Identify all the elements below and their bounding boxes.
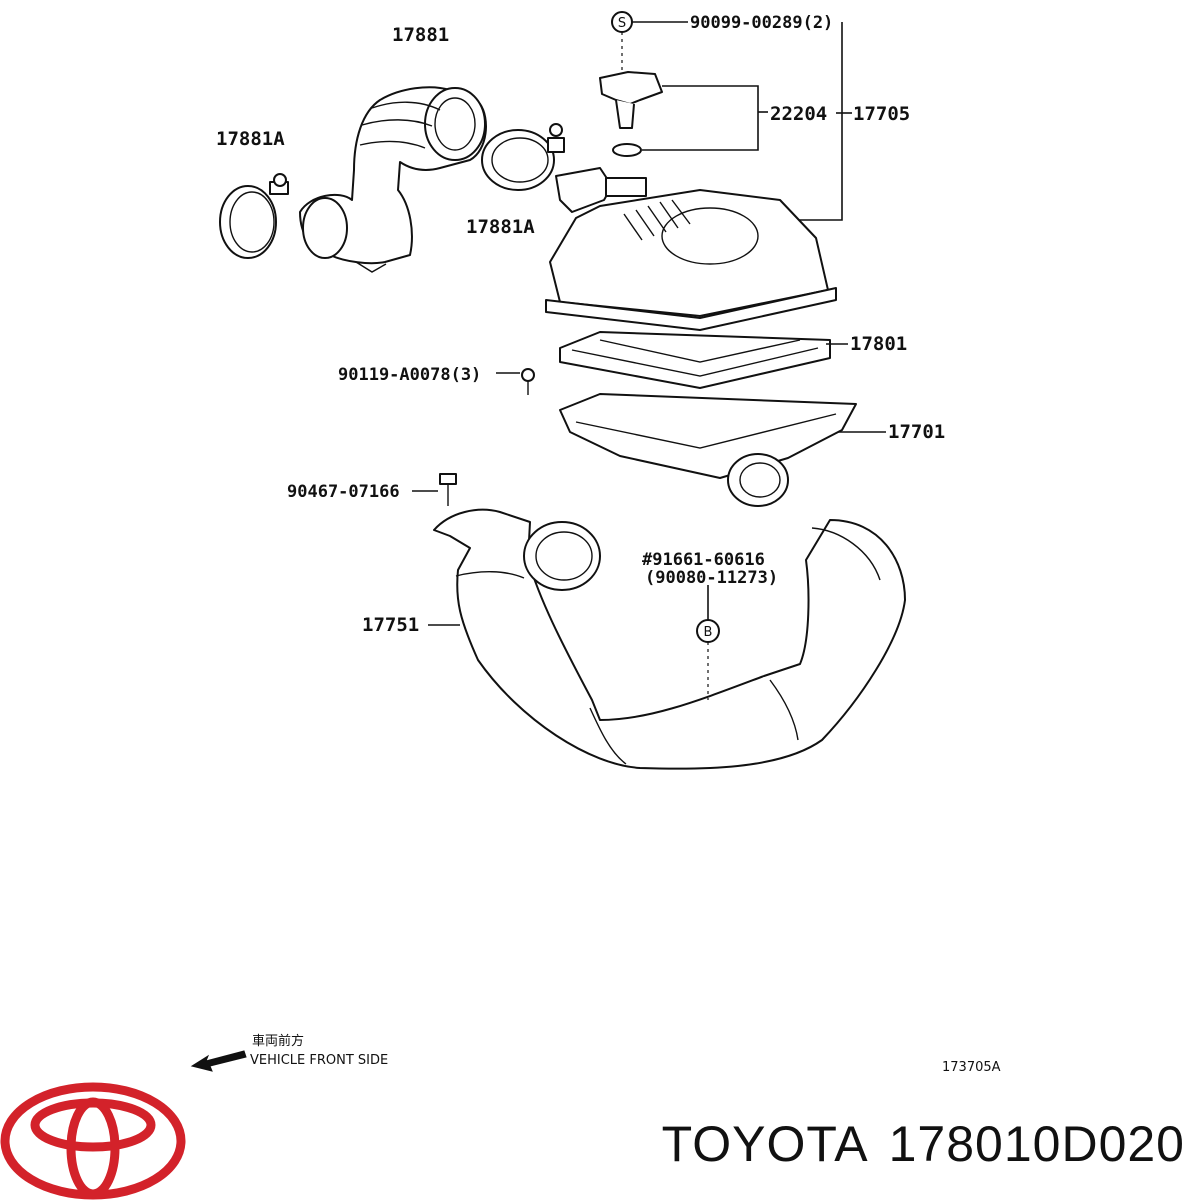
direction-english: VEHICLE FRONT SIDE [250,1053,388,1068]
label-90080: (90080-11273) [645,568,778,588]
marker-b: B [704,625,713,640]
label-17701: 17701 [888,421,945,443]
bolt-90467 [439,473,457,506]
figure-code: 173705A [942,1060,1001,1075]
air-cleaner-case-17701 [559,393,857,507]
brand-part-number: TOYOTA 178010D020 [662,1116,1185,1172]
label-90119: 90119-A0078(3) [338,365,481,385]
label-17881: 17881 [392,24,449,46]
air-filter-element-17801 [559,331,831,389]
label-17751: 17751 [362,614,419,636]
label-90099: 90099-00289(2) [690,13,833,33]
air-cleaner-cap-17705 [545,167,837,331]
label-17881a-right: 17881A [466,216,535,238]
airflow-sensor-22204 [599,71,663,157]
toyota-logo-icon [0,1082,186,1200]
clamp-17881a-right [481,123,565,191]
label-90467: 90467-07166 [287,482,400,502]
front-arrow-icon [190,1050,247,1072]
label-17705: 17705 [853,103,910,125]
intake-hose-17881 [299,86,487,273]
part-number: 178010D020 [889,1116,1185,1172]
label-22204: 22204 [770,103,827,125]
label-17881a-left: 17881A [216,128,285,150]
brand-name: TOYOTA [662,1116,869,1172]
direction-japanese: 車両前方 [252,1033,304,1049]
bolt-90119 [521,368,535,395]
label-91661: #91661-60616 [642,550,765,570]
clamp-17881a-left [219,173,289,259]
air-duct-17751 [433,508,906,770]
label-17801: 17801 [850,333,907,355]
marker-s: S [618,16,626,31]
